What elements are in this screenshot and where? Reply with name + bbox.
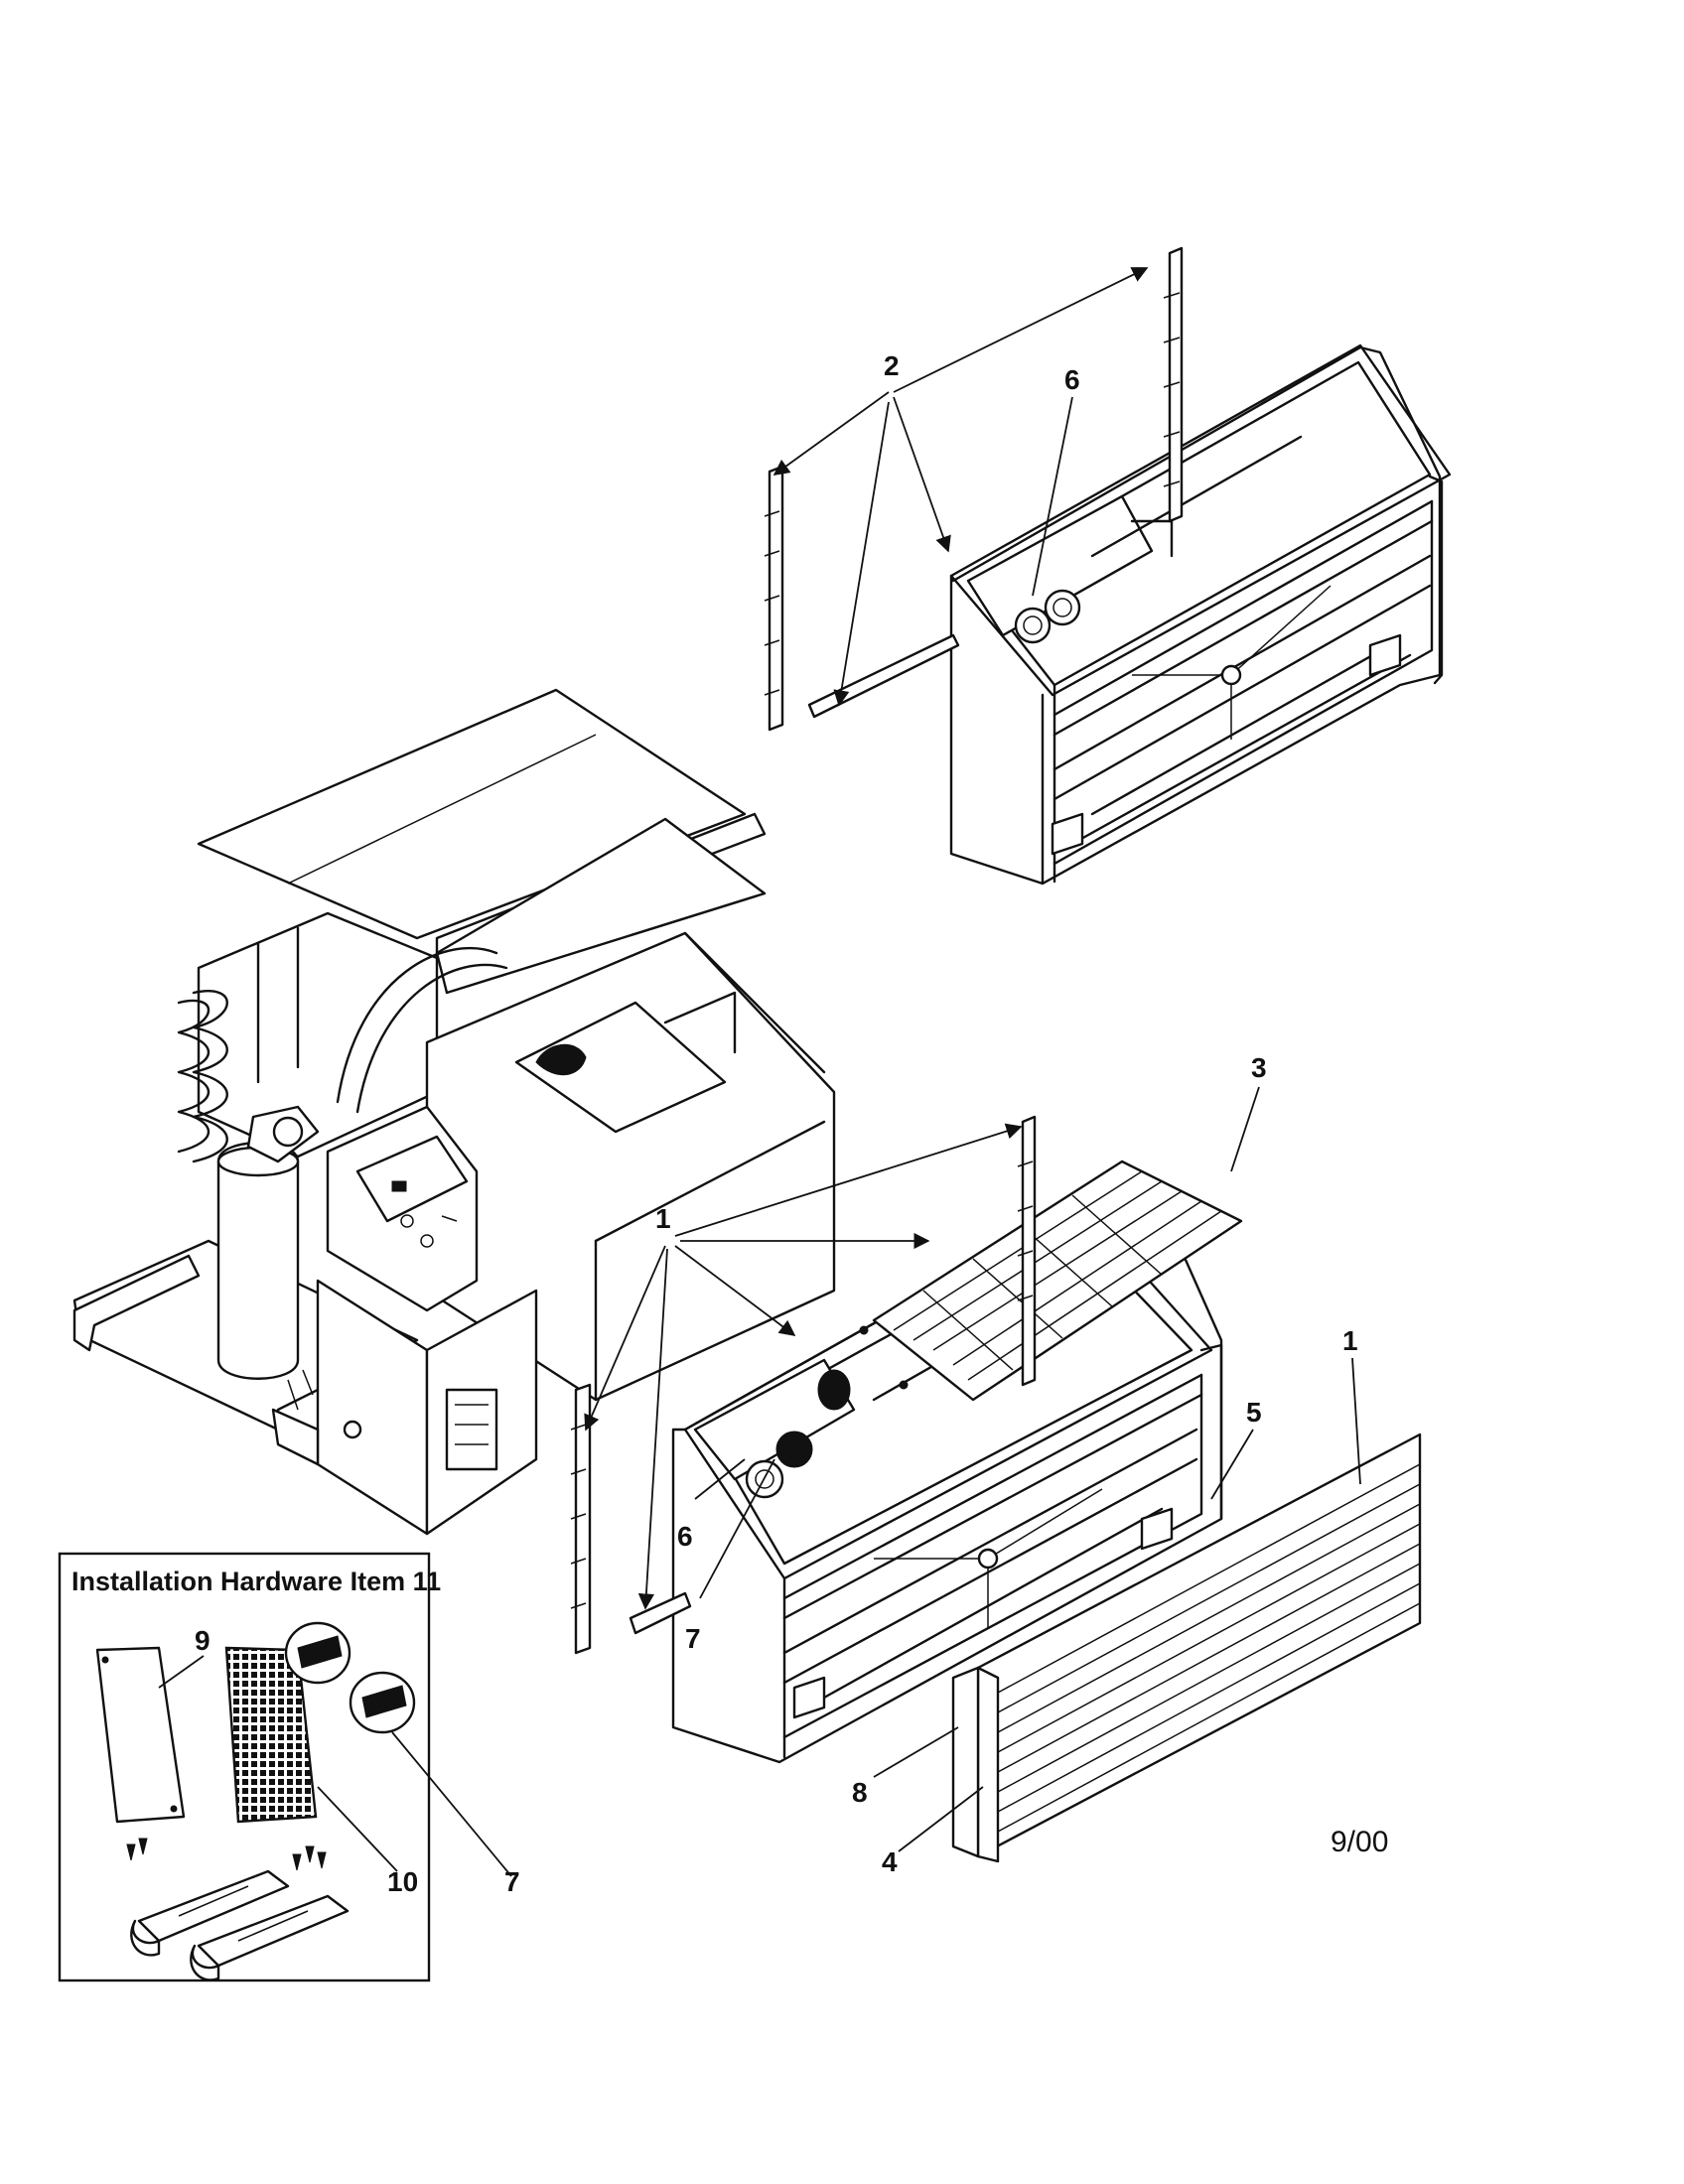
callout-4: 4 — [882, 1846, 898, 1877]
callout-3: 3 — [1251, 1052, 1267, 1083]
callout-7-inset: 7 — [504, 1866, 520, 1897]
callout-10: 10 — [387, 1866, 418, 1897]
callout-6-lower: 6 — [677, 1521, 693, 1552]
leader-lines — [584, 267, 1361, 1852]
callout-1-left: 1 — [655, 1203, 671, 1234]
mesh-filter — [224, 1646, 318, 1824]
mounting-plate — [95, 1646, 186, 1824]
callout-5: 5 — [1246, 1397, 1262, 1428]
main-chassis — [72, 688, 836, 1536]
callout-7-lower: 7 — [685, 1623, 701, 1654]
bracket-left — [137, 1869, 290, 1943]
callout-numbers: 2 6 3 1 1 5 6 7 8 4 — [655, 350, 1358, 1877]
control-knob-upper — [284, 1621, 351, 1685]
installation-hardware-inset: Installation Hardware Item 11 — [58, 1552, 512, 1982]
revision-date: 9/00 — [1331, 1826, 1388, 1858]
lower-front-cabinet — [671, 1204, 1223, 1764]
callout-9: 9 — [195, 1625, 210, 1656]
control-knob-lower — [349, 1671, 416, 1734]
discharge-grille — [872, 1160, 1243, 1402]
callout-8: 8 — [852, 1777, 868, 1808]
bracket-right — [197, 1894, 350, 1968]
upper-front-cabinet — [949, 343, 1452, 886]
louvered-front-panel — [951, 1433, 1422, 1863]
lower-side-rails — [570, 1115, 1037, 1655]
callout-2: 2 — [884, 350, 900, 381]
inset-title: Installation Hardware Item 11 — [71, 1567, 441, 1596]
callout-6-upper: 6 — [1064, 364, 1080, 395]
callout-1-right: 1 — [1342, 1325, 1358, 1356]
